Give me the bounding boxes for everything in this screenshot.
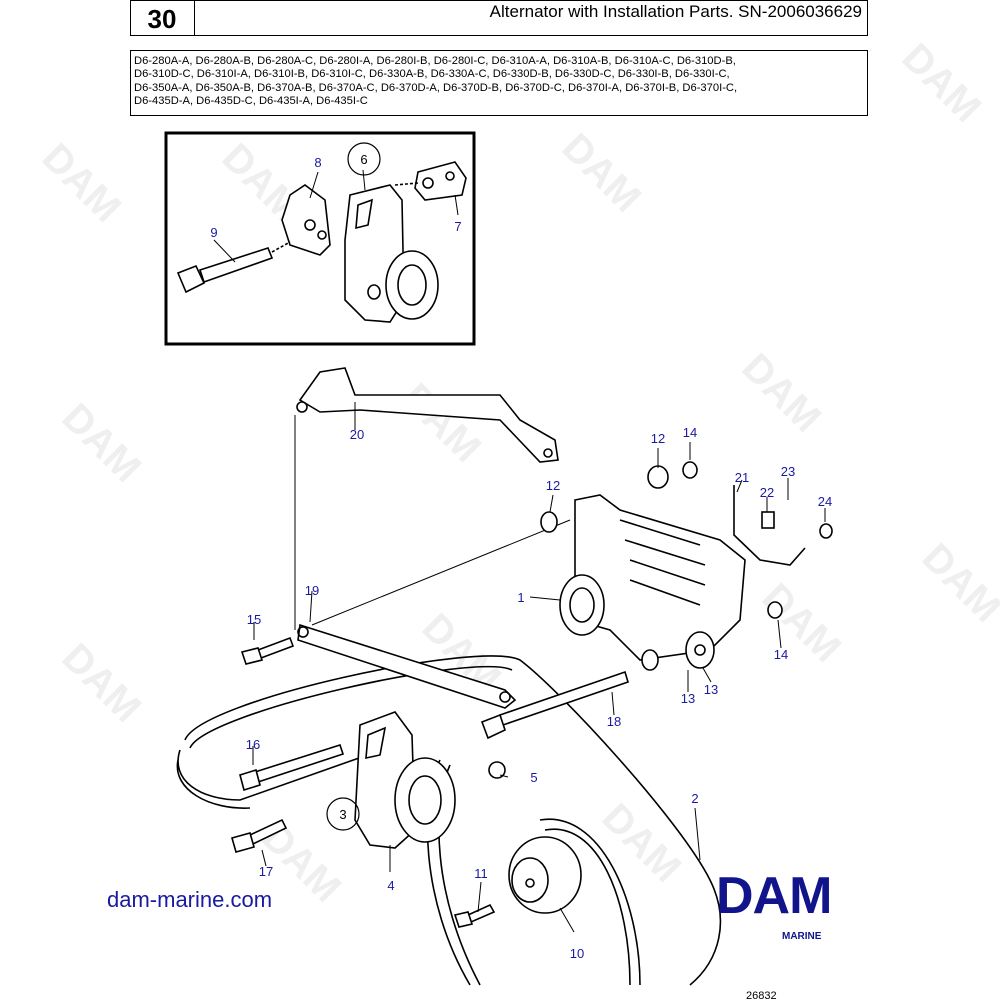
page-title: Alternator with Installation Parts. SN-2…	[489, 2, 862, 21]
callout-14: 14	[683, 425, 697, 440]
alternator	[559, 494, 746, 669]
figure-number: 26832	[746, 990, 777, 1002]
clip-22	[761, 511, 775, 529]
inset-plate-7	[414, 161, 467, 201]
ring-5	[488, 761, 506, 779]
callout-21: 21	[735, 470, 749, 485]
nut-14	[682, 461, 698, 479]
callout-13: 13	[704, 682, 718, 697]
rod-19	[297, 623, 517, 709]
callout-4: 4	[387, 878, 394, 893]
model-line: D6-350A-A, D6-350A-B, D6-370A-B, D6-370A…	[134, 81, 738, 94]
callout-18: 18	[607, 714, 621, 729]
brand-logo-sub: MARINE	[782, 931, 822, 942]
callout-11: 11	[474, 866, 488, 881]
model-line: D6-435D-A, D6-435D-C, D6-435I-A, D6-435I…	[134, 95, 368, 108]
bolt-17	[231, 818, 288, 853]
watermark-text: DAM	[754, 575, 850, 671]
callout-12: 12	[651, 431, 665, 446]
model-line: D6-280A-A, D6-280A-B, D6-280A-C, D6-280I…	[134, 55, 736, 67]
callout-5: 5	[530, 770, 537, 785]
callout-14: 14	[774, 647, 788, 662]
watermark: DAM DAM DAM DAM DAM DAM DAM DAM DAM DAM …	[34, 35, 1000, 911]
washer-12	[540, 511, 558, 533]
inset-frame	[164, 131, 476, 346]
watermark-text: DAM	[594, 795, 690, 891]
bolt-18	[480, 670, 629, 740]
callout-20: 20	[350, 427, 364, 442]
bracket-20	[298, 367, 559, 463]
callout-17: 17	[259, 864, 273, 879]
callout-7: 7	[454, 219, 461, 234]
watermark-text: DAM	[554, 125, 650, 221]
nut-24	[819, 523, 833, 539]
callout-24: 24	[818, 494, 832, 509]
bolt-16	[239, 743, 345, 792]
idler-10	[508, 836, 582, 914]
callout-15: 15	[247, 612, 261, 627]
callout-16: 16	[246, 737, 260, 752]
watermark-text: DAM	[34, 135, 130, 231]
nut-14	[767, 601, 783, 619]
callout-23: 23	[781, 464, 795, 479]
website-link[interactable]: dam-marine.com	[107, 887, 273, 912]
callout-6: 6	[360, 152, 367, 167]
watermark-text: DAM	[894, 35, 990, 131]
inset-tensioner	[344, 184, 439, 323]
inset-bracket-8	[281, 184, 331, 256]
callout-circle	[326, 797, 360, 831]
callout-8: 8	[314, 155, 321, 170]
watermark-text: DAM	[914, 535, 1000, 631]
belt-2-outer	[184, 655, 722, 986]
callout-12: 12	[546, 478, 560, 493]
washer-13	[641, 649, 659, 671]
watermark-text: DAM	[54, 635, 150, 731]
callout-19: 19	[305, 583, 319, 598]
callout-10: 10	[570, 946, 584, 961]
callout-22: 22	[760, 485, 774, 500]
bolt-15	[240, 636, 295, 665]
page-number: 30	[130, 0, 195, 36]
watermark-text: DAM	[734, 345, 830, 441]
callout-13: 13	[681, 691, 695, 706]
callout-1: 1	[517, 590, 524, 605]
brand-logo: DAM	[716, 867, 832, 925]
callout-3: 3	[339, 807, 346, 822]
watermark-text: DAM	[394, 375, 490, 471]
model-list: D6-280A-A, D6-280A-B, D6-280A-C, D6-280I…	[130, 50, 868, 116]
inset-bolt-9	[176, 247, 274, 294]
washer-12	[647, 465, 669, 489]
callout-circle	[347, 142, 381, 176]
watermark-text: DAM	[54, 395, 150, 491]
header-box	[130, 0, 868, 36]
cable-21	[733, 485, 806, 566]
callout-2: 2	[691, 791, 698, 806]
tensioner-4	[354, 711, 456, 849]
model-line: D6-310D-C, D6-310I-A, D6-310I-B, D6-310I…	[134, 68, 730, 81]
callout-9: 9	[210, 225, 217, 240]
bolt-11	[453, 903, 496, 928]
